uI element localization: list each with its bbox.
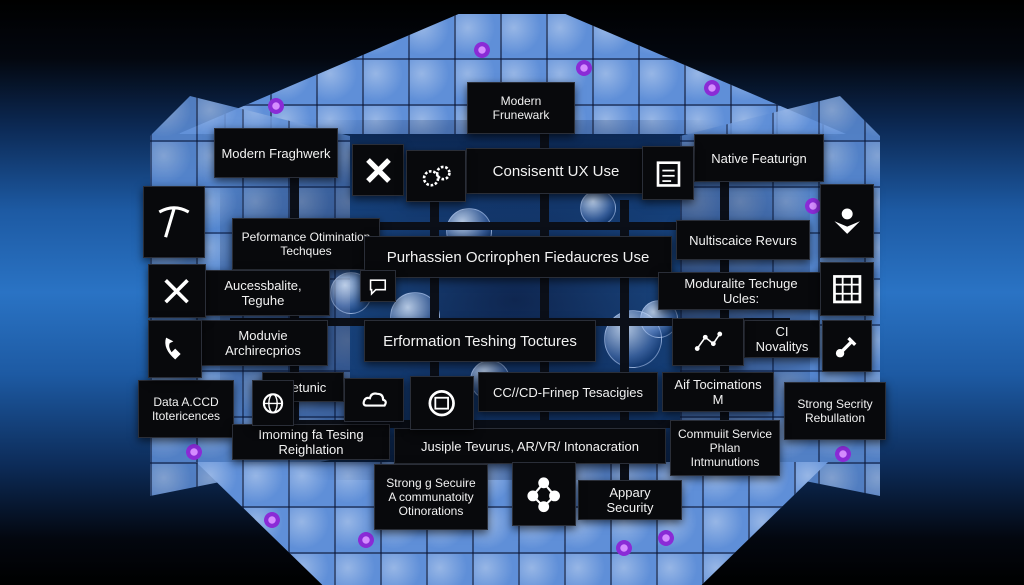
browser-icon bbox=[410, 376, 474, 430]
sphere-decoration bbox=[580, 190, 616, 226]
flower-decoration bbox=[835, 446, 851, 462]
sign-performance-optimization: Peformance Otimination Techques bbox=[232, 218, 380, 270]
flower-decoration bbox=[264, 512, 280, 528]
sign-imoming-testing: Imoming fa Tesing Reighlation bbox=[232, 424, 390, 460]
sign-jusiple-tevurus: Jusiple Tevurus, AR/VR/ Intonacration bbox=[394, 428, 666, 464]
flower-decoration bbox=[616, 540, 632, 556]
user-shield-icon bbox=[820, 184, 874, 258]
support-beam bbox=[300, 222, 730, 230]
sign-moduralite-techuge: Moduralite Techuge Ucles: bbox=[658, 272, 824, 310]
sign-strong-secrity: Strong Secrity Rebullation bbox=[784, 382, 886, 440]
support-beam bbox=[260, 420, 770, 428]
gear-icon bbox=[406, 150, 466, 202]
flower-decoration bbox=[805, 198, 821, 214]
sign-appary-security: Appary Security bbox=[578, 480, 682, 520]
flower-decoration bbox=[704, 80, 720, 96]
phone-icon bbox=[148, 320, 202, 378]
checklist-icon bbox=[642, 146, 694, 200]
flower-decoration bbox=[186, 444, 202, 460]
chat-icon bbox=[360, 270, 396, 302]
sign-aif-tocimations: Aif Tocimations M bbox=[662, 372, 774, 412]
sign-data-accd: Data A.CCD Itotericences bbox=[138, 380, 234, 438]
graph-nodes-icon bbox=[512, 462, 576, 526]
flower-decoration bbox=[358, 532, 374, 548]
sign-native-featuring: Native Featurign bbox=[694, 134, 824, 182]
sign-moduvie-architecprios: Moduvie Archirecprios bbox=[198, 320, 328, 366]
pickaxe-icon bbox=[143, 186, 205, 258]
tools-cross-icon bbox=[352, 144, 404, 196]
globe-icon bbox=[252, 380, 294, 426]
sign-modern-frunewark: Modern Frunewark bbox=[467, 82, 575, 134]
sign-cc-cd-frinep: CC//CD-Frinep Tesacigies bbox=[478, 372, 658, 412]
sign-consistent-ux: Consisentt UX Use bbox=[466, 148, 646, 194]
flower-decoration bbox=[658, 530, 674, 546]
support-post bbox=[620, 200, 629, 480]
flower-decoration bbox=[474, 42, 490, 58]
sign-ci-novalitys: CI Novalitys bbox=[744, 320, 820, 358]
flower-decoration bbox=[576, 60, 592, 76]
grid-icon bbox=[820, 262, 874, 316]
network-icon bbox=[672, 318, 744, 366]
tools-icon bbox=[822, 320, 872, 372]
sign-purhassien: Purhassien Ocrirophen Fiedaucres Use bbox=[364, 236, 672, 278]
cloud-icon bbox=[344, 378, 404, 422]
flower-decoration bbox=[268, 98, 284, 114]
sign-erformation-teshing: Erformation Teshing Toctures bbox=[364, 320, 596, 362]
cube-bottom-face bbox=[196, 462, 828, 585]
sign-nultiscaice-revurs: Nultiscaice Revurs bbox=[676, 220, 810, 260]
sign-modern-fraghwerk: Modern Fraghwerk bbox=[214, 128, 338, 178]
sign-aucessbalite: Aucessbalite, Teguhe bbox=[196, 270, 330, 316]
sign-strong-secure: Strong g Secuire A communatoity Otinorat… bbox=[374, 464, 488, 530]
sign-commuit-service: Commuiit Service Phlan Intmunutions bbox=[670, 420, 780, 476]
wrench-cross-icon bbox=[148, 264, 206, 318]
